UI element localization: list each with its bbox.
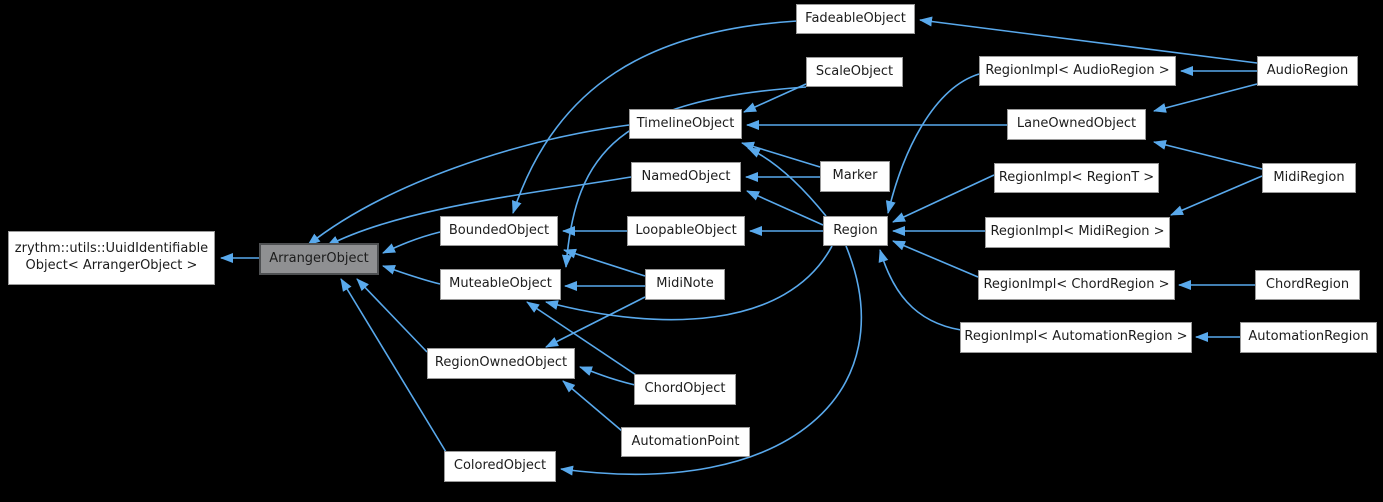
inheritance-edge-chord_object-to-muteable_object: [526, 301, 637, 376]
class-node-region[interactable]: Region: [823, 216, 888, 246]
inheritance-edge-marker-to-timeline_object: [741, 141, 821, 168]
class-node-label: AudioRegion: [1266, 62, 1349, 78]
inheritance-edge-region-to-timeline_object: [747, 147, 827, 217]
inheritance-edge-region-to-muteable_object: [545, 245, 833, 321]
inheritance-edge-region-to-named_object: [746, 190, 824, 226]
class-node-label: zrythm::utils::UuidIdentifiable: [14, 241, 209, 257]
inheritance-edge-midi_note-to-bounded_object: [563, 248, 646, 277]
inheritance-edge-midi_region-to-region_impl_midi_region: [1170, 175, 1263, 216]
inheritance-edge-automation_point-to-region_owned_object: [562, 380, 623, 432]
inheritance-edge-audio_region-to-lane_owned_object: [1153, 83, 1258, 113]
class-node-automation-point[interactable]: AutomationPoint: [621, 427, 750, 457]
class-node-arranger-object: ArrangerObject: [259, 243, 379, 275]
inheritance-edge-region_impl_chord_region-to-region: [892, 240, 979, 278]
inheritance-edge-scale_object-to-muteable_object: [561, 86, 807, 268]
class-node-chord-object[interactable]: ChordObject: [634, 374, 736, 405]
class-node-label: RegionImpl< AudioRegion >: [985, 62, 1170, 78]
inheritance-edge-colored_object-to-arranger_object: [340, 278, 447, 453]
class-node-label: AutomationPoint: [631, 433, 740, 449]
class-node-midi-note[interactable]: MidiNote: [645, 269, 725, 300]
class-node-loopable-object[interactable]: LoopableObject: [627, 216, 745, 246]
class-node-automation-region[interactable]: AutomationRegion: [1240, 322, 1377, 353]
class-node-label: RegionImpl< RegionT >: [998, 169, 1155, 185]
inheritance-edge-region_impl_automation_region-to-region: [878, 249, 962, 331]
inheritance-edge-fadeable_object-to-bounded_object: [511, 20, 798, 214]
class-node-audio-region[interactable]: AudioRegion: [1257, 56, 1358, 86]
class-node-label: Object< ArrangerObject >: [25, 258, 198, 273]
class-node-label: BoundedObject: [448, 222, 550, 238]
class-node-label: Marker: [832, 168, 878, 184]
class-node-chord-region[interactable]: ChordRegion: [1255, 270, 1360, 300]
class-node-bounded-object[interactable]: BoundedObject: [440, 216, 558, 246]
class-node-region-impl-midi-region[interactable]: RegionImpl< MidiRegion >: [985, 217, 1170, 248]
class-node-label: MidiNote: [656, 276, 714, 292]
class-node-region-impl-chord-region[interactable]: RegionImpl< ChordRegion >: [978, 270, 1175, 300]
class-node-label: ColoredObject: [453, 458, 547, 474]
class-node-label: ChordObject: [644, 381, 726, 397]
class-node-label: TimelineObject: [636, 115, 735, 131]
class-node-label: MuteableObject: [449, 276, 552, 292]
class-node-region-impl-audio-region[interactable]: RegionImpl< AudioRegion >: [979, 56, 1176, 86]
inheritance-edge-chord_object-to-region_owned_object: [579, 366, 636, 386]
class-node-label: MidiRegion: [1273, 169, 1345, 185]
class-node-label: RegionOwnedObject: [434, 355, 568, 371]
class-node-muteable-object[interactable]: MuteableObject: [440, 269, 561, 300]
class-node-fadeable-object[interactable]: FadeableObject: [796, 4, 915, 34]
inheritance-edge-region_impl_audio_region-to-region: [885, 73, 980, 214]
class-node-label: RegionImpl< ChordRegion >: [983, 276, 1170, 292]
inheritance-edge-region_impl_region_t-to-region: [892, 174, 995, 223]
class-node-marker[interactable]: Marker: [820, 161, 890, 192]
inheritance-edge-midi_note-to-region_owned_object: [545, 296, 646, 348]
inheritance-edge-muteable_object-to-arranger_object: [382, 265, 441, 285]
class-node-label: LoopableObject: [635, 222, 737, 238]
inheritance-edge-midi_region-to-lane_owned_object: [1153, 140, 1263, 170]
inheritance-edge-region-to-colored_object: [560, 245, 863, 476]
class-node-label: NamedObject: [641, 168, 731, 184]
class-node-colored-object[interactable]: ColoredObject: [444, 451, 556, 482]
class-node-label: ScaleObject: [815, 63, 894, 79]
class-node-label: ArrangerObject: [269, 250, 369, 266]
inheritance-edge-scale_object-to-timeline_object: [743, 83, 807, 113]
inheritance-edge-audio_region-to-fadeable_object: [919, 16, 1258, 64]
class-node-scale-object[interactable]: ScaleObject: [806, 57, 903, 87]
class-node-midi-region[interactable]: MidiRegion: [1262, 163, 1356, 193]
inheritance-edge-named_object-to-arranger_object: [326, 176, 632, 247]
class-node-label: FadeableObject: [805, 10, 906, 26]
class-node-region-impl-region-t[interactable]: RegionImpl< RegionT >: [994, 163, 1159, 193]
inheritance-edge-timeline_object-to-arranger_object: [307, 124, 630, 246]
class-node-label: LaneOwnedObject: [1016, 116, 1137, 132]
class-node-named-object[interactable]: NamedObject: [631, 162, 741, 192]
class-node-label: AutomationRegion: [1248, 329, 1369, 345]
inheritance-edge-region_owned_object-to-arranger_object: [356, 278, 428, 353]
class-node-label: RegionImpl< MidiRegion >: [990, 224, 1165, 240]
class-node-label: RegionImpl< AutomationRegion >: [964, 329, 1188, 345]
class-node-lane-owned-object[interactable]: LaneOwnedObject: [1007, 109, 1146, 140]
class-node-region-impl-automation-region[interactable]: RegionImpl< AutomationRegion >: [960, 322, 1192, 353]
class-node-label: Region: [833, 222, 878, 238]
inheritance-edge-bounded_object-to-arranger_object: [382, 231, 441, 254]
class-node-region-owned-object[interactable]: RegionOwnedObject: [427, 348, 575, 379]
class-node-label: ChordRegion: [1265, 276, 1350, 292]
class-node-timeline-object[interactable]: TimelineObject: [629, 109, 742, 139]
